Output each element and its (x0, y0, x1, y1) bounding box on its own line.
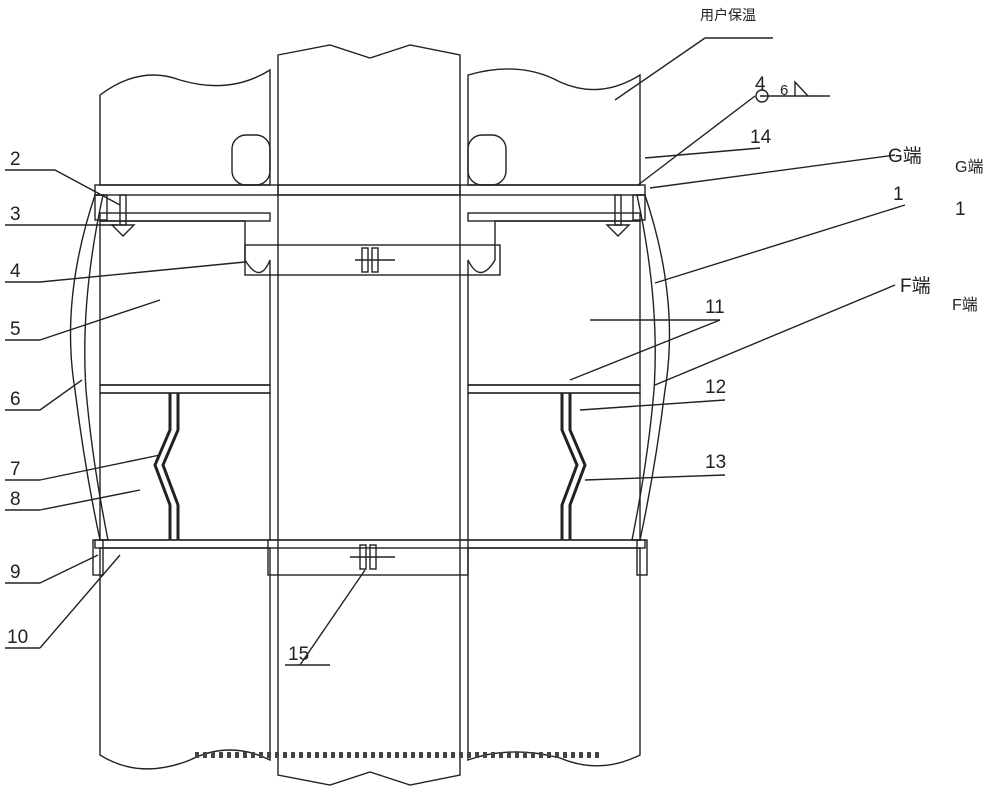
lower-insulation-right (467, 392, 641, 541)
bottom-insulation-right (467, 547, 641, 767)
part-11: 11 (705, 297, 725, 318)
pipe (277, 44, 461, 786)
bottom-insulation-left (99, 547, 271, 770)
top-plate (94, 184, 646, 196)
bolt-left (110, 194, 136, 237)
weld-leg: 6 (780, 82, 788, 99)
outer-sheath-left (69, 194, 109, 541)
part-9: 9 (10, 562, 21, 583)
label-user-insulation: 用户保温 (700, 7, 756, 24)
bellows-right (560, 393, 587, 540)
part-12: 12 (705, 377, 726, 398)
upper-insulation-left (99, 68, 271, 186)
part-1: 1 (893, 184, 904, 205)
lower-insulation-left (99, 392, 271, 541)
outer-sheath-right (631, 194, 671, 541)
label-g-end: G端 (888, 145, 922, 167)
part-2: 2 (10, 149, 21, 170)
bellows-left (153, 393, 180, 540)
part-4: 4 (10, 261, 21, 282)
part-7: 7 (10, 459, 21, 480)
part-14: 14 (750, 127, 772, 148)
weld-circle (755, 89, 769, 103)
part-8: 8 (10, 489, 21, 510)
cavity-right (467, 134, 507, 186)
clamp-bolt-lower (350, 544, 395, 570)
label-f-end-ghost: F端 (952, 296, 978, 314)
label-one-ghost: 1 (955, 199, 966, 220)
label-f-end: F端 (900, 275, 931, 297)
upper-insulation-right (467, 68, 641, 186)
clamp-bolt-upper (355, 247, 395, 273)
part-10: 10 (7, 627, 28, 648)
bolt-right (605, 194, 631, 237)
pipe-clamp-upper (244, 244, 501, 276)
label-g-end-ghost: G端 (955, 158, 983, 176)
part-15: 15 (288, 644, 309, 665)
pipe-clamp-lower (267, 539, 469, 576)
part-5: 5 (10, 319, 21, 340)
weld-fillet-icon (794, 80, 809, 97)
part-3: 3 (10, 204, 21, 225)
part-6: 6 (10, 389, 21, 410)
weld-mark: 4 (755, 74, 766, 95)
cavity-left (231, 134, 271, 186)
part-13: 13 (705, 452, 726, 473)
